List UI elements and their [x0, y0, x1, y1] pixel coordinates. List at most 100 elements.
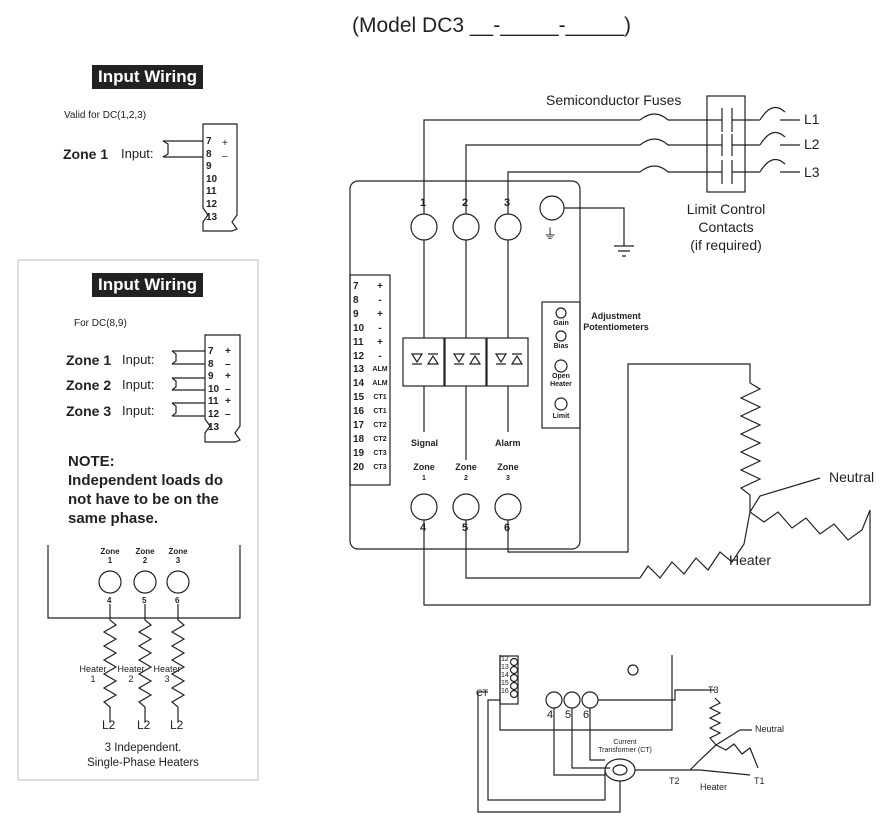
zone-3-input-label: Zone 3: [66, 403, 112, 419]
terminal-6: [494, 493, 522, 521]
mini-term-6: 6: [175, 596, 180, 605]
inset-term-4: 4: [547, 709, 554, 721]
open-heater-pot: [554, 359, 568, 373]
zone-1-label: Zone 1: [63, 146, 109, 162]
terminal-block: [349, 274, 391, 486]
terminal-1: [410, 213, 438, 241]
l2-label-3: L2: [170, 718, 184, 732]
semiconductor-fuses-label: Semiconductor Fuses: [546, 92, 682, 108]
fuse-3: [639, 165, 669, 173]
for-note: For DC(8,9): [74, 318, 127, 329]
polarity-list-dc89: +–+–+–: [225, 346, 231, 420]
inset-heater-right: [715, 743, 759, 769]
dc89-wiring-panel: [17, 259, 259, 781]
model-title: (Model DC3 __-_____-_____): [352, 14, 631, 37]
heater-3-resistor: [170, 604, 186, 722]
ground-wire: [564, 207, 634, 257]
limit-pot: [554, 397, 568, 411]
fuse-1: [639, 113, 669, 121]
scr-module-2: [444, 337, 487, 387]
line-l2-connector: [759, 131, 800, 146]
limit-label: Limit: [552, 413, 570, 420]
inset-ct-label: CT: [476, 688, 488, 698]
valid-note: Valid for DC(1,2,3): [64, 110, 147, 121]
inset-t1-label: T1: [754, 776, 765, 786]
zone-1-input-text: Input:: [122, 352, 155, 367]
heaters-caption: 3 Independent.Single-Phase Heaters: [87, 742, 199, 769]
open-heater-label: Open Heater: [550, 373, 572, 388]
signal-label: Signal: [411, 438, 439, 448]
gain-pot: [555, 307, 567, 319]
fuse-2: [639, 138, 669, 146]
ground-icon: ⏚: [543, 226, 557, 242]
zone-2-input-text: Input:: [122, 377, 155, 392]
inset-terminal-strip: [499, 655, 519, 705]
input-label: Input:: [121, 146, 154, 161]
current-transformer: [604, 758, 636, 782]
inset-terminal-5: [563, 691, 581, 709]
heater-1-resistor: [102, 604, 118, 722]
term-3-label: 3: [504, 197, 511, 209]
l2-label-1: L2: [102, 718, 116, 732]
mini-zone-3-terminal: [166, 570, 190, 594]
scr-module-1: [402, 337, 445, 387]
mini-term-5: 5: [142, 596, 147, 605]
bias-pot: [555, 330, 567, 342]
inset-terminal-6: [581, 691, 599, 709]
line-l3-connector: [759, 158, 800, 173]
mini-zone-2-terminal: [133, 570, 157, 594]
terminal-5: [452, 493, 480, 521]
inset-term-5: 5: [565, 709, 572, 721]
bias-label: Bias: [553, 343, 569, 350]
term-2-label: 2: [462, 197, 469, 209]
limit-control-contacts: [706, 95, 746, 193]
ground-terminal: [539, 195, 565, 221]
term-4-label: 4: [420, 522, 427, 534]
input-wiring-heading-1: Input Wiring: [92, 65, 203, 89]
input-terminal-strip-dc123: [202, 123, 238, 232]
polarity-minus: –: [222, 151, 228, 162]
mini-zone-1-terminal: [98, 570, 122, 594]
note-title: NOTE:: [68, 453, 115, 470]
inset-heater-label: Heater: [700, 782, 728, 792]
term-6-label: 6: [504, 522, 511, 534]
line-l1-connector: [759, 106, 800, 121]
terminal-2: [452, 213, 480, 241]
mini-term-4: 4: [107, 596, 112, 605]
terminal-3: [494, 213, 522, 241]
inset-t3-label: T3: [708, 685, 719, 695]
heater-label: Heater: [729, 552, 772, 568]
alarm-label: Alarm: [495, 438, 521, 448]
heater-2-resistor: [137, 604, 153, 722]
zone-2-input-label: Zone 2: [66, 377, 112, 393]
zone-3-input-text: Input:: [122, 403, 155, 418]
heater-element-top: [739, 382, 762, 512]
inset-neutral-label: Neutral: [755, 724, 785, 734]
terminal-4: [410, 493, 438, 521]
input-terminal-strip-dc89: [204, 334, 241, 443]
scr-module-3: [486, 337, 529, 387]
l2-label-2: L2: [137, 718, 151, 732]
mini-controller-outline: [47, 545, 241, 619]
gain-label: Gain: [553, 320, 569, 327]
polarity-plus: +: [222, 138, 228, 149]
inset-term-6: 6: [583, 709, 590, 721]
term-1-label: 1: [420, 197, 427, 209]
l2-label: L2: [804, 136, 820, 152]
